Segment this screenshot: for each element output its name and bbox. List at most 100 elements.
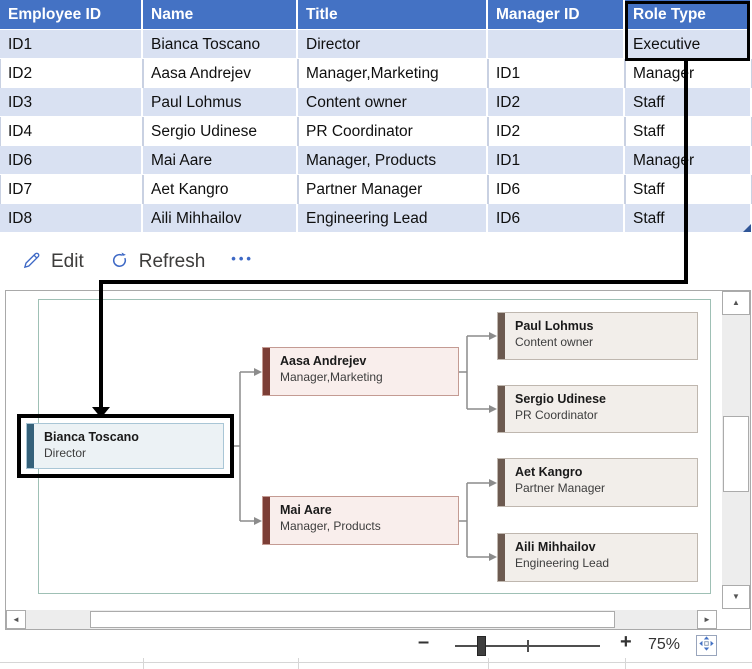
table-resize-handle[interactable] — [743, 224, 751, 232]
fit-to-window-button[interactable] — [696, 635, 717, 656]
zoom-out-button[interactable]: – — [418, 631, 430, 653]
table-cell[interactable]: ID6 — [488, 175, 625, 204]
worksheet-gridline — [0, 662, 752, 663]
employee-table: Employee ID Name Title Manager ID Role T… — [0, 0, 752, 233]
table-cell[interactable]: Director — [298, 30, 488, 59]
org-node-mai-aare[interactable]: Mai Aare Manager, Products — [262, 496, 459, 545]
node-accent-bar — [498, 313, 505, 359]
org-node-paul-lohmus[interactable]: Paul Lohmus Content owner — [497, 312, 698, 360]
scroll-down-icon: ▼ — [732, 592, 740, 601]
horizontal-scrollbar[interactable]: ◄ ► — [6, 610, 717, 629]
table-cell[interactable]: Mai Aare — [143, 146, 298, 175]
node-name: Aasa Andrejev — [280, 354, 367, 368]
table-cell[interactable]: ID8 — [0, 204, 143, 233]
node-name: Aet Kangro — [515, 465, 583, 479]
edit-button[interactable]: Edit — [22, 251, 84, 273]
node-name: Aili Mihhailov — [515, 540, 596, 554]
node-accent-bar — [498, 459, 505, 506]
refresh-button[interactable]: Refresh — [110, 250, 206, 273]
table-cell[interactable]: Aili Mihhailov — [143, 204, 298, 233]
table-cell[interactable]: Paul Lohmus — [143, 88, 298, 117]
more-options-button[interactable]: ••• — [231, 251, 254, 272]
table-cell[interactable]: Executive — [625, 30, 752, 59]
horizontal-scrollbar-thumb[interactable] — [90, 611, 615, 628]
table-cell[interactable]: Staff — [625, 204, 752, 233]
node-name: Bianca Toscano — [44, 430, 139, 444]
worksheet-gridline — [298, 656, 299, 669]
column-header-manager-id[interactable]: Manager ID — [488, 0, 625, 30]
table-cell[interactable]: ID2 — [488, 117, 625, 146]
node-accent-bar — [27, 424, 34, 468]
zoom-controls: – + 75% — [0, 630, 752, 658]
table-cell[interactable] — [488, 30, 625, 59]
table-cell[interactable]: Bianca Toscano — [143, 30, 298, 59]
zoom-slider-thumb[interactable] — [477, 636, 486, 656]
table-cell[interactable]: Engineering Lead — [298, 204, 488, 233]
scroll-right-button[interactable]: ► — [697, 610, 717, 629]
worksheet-gridline — [143, 656, 144, 669]
table-cell[interactable]: Manager, Products — [298, 146, 488, 175]
fit-page-icon — [698, 635, 715, 657]
vertical-scrollbar[interactable]: ▲ ▼ — [722, 291, 750, 609]
table-cell[interactable]: ID7 — [0, 175, 143, 204]
scroll-left-button[interactable]: ◄ — [6, 610, 26, 629]
column-header-name[interactable]: Name — [143, 0, 298, 30]
worksheet-gridline — [625, 656, 626, 669]
table-cell[interactable]: ID2 — [0, 59, 143, 88]
node-title: Director — [44, 445, 87, 460]
vertical-scrollbar-thumb[interactable] — [723, 416, 749, 492]
node-name: Paul Lohmus — [515, 319, 594, 333]
scroll-down-button[interactable]: ▼ — [722, 585, 750, 609]
scroll-up-button[interactable]: ▲ — [722, 291, 750, 315]
table-cell[interactable]: ID1 — [488, 146, 625, 175]
pencil-icon — [22, 251, 41, 273]
table-cell[interactable]: PR Coordinator — [298, 117, 488, 146]
table-cell[interactable]: ID6 — [0, 146, 143, 175]
table-cell[interactable]: Manager,Marketing — [298, 59, 488, 88]
org-node-bianca-toscano[interactable]: Bianca Toscano Director — [26, 423, 224, 469]
table-cell[interactable]: ID6 — [488, 204, 625, 233]
node-name: Mai Aare — [280, 503, 332, 517]
org-node-sergio-udinese[interactable]: Sergio Udinese PR Coordinator — [497, 385, 698, 433]
table-cell[interactable]: Manager — [625, 146, 752, 175]
org-node-aasa-andrejev[interactable]: Aasa Andrejev Manager,Marketing — [262, 347, 459, 396]
table-cell[interactable]: Staff — [625, 117, 752, 146]
node-accent-bar — [498, 534, 505, 581]
column-header-employee-id[interactable]: Employee ID — [0, 0, 143, 30]
node-accent-bar — [263, 497, 270, 544]
zoom-level-value: 75% — [648, 636, 681, 653]
table-cell[interactable]: Staff — [625, 175, 752, 204]
table-cell[interactable]: Manager — [625, 59, 752, 88]
node-title: Manager,Marketing — [280, 369, 383, 384]
node-title: Manager, Products — [280, 518, 381, 533]
edit-label: Edit — [51, 250, 84, 272]
zoom-slider-center-tick — [527, 640, 529, 652]
table-cell[interactable]: ID4 — [0, 117, 143, 146]
table-cell[interactable]: Aet Kangro — [143, 175, 298, 204]
table-cell[interactable]: Sergio Udinese — [143, 117, 298, 146]
table-cell[interactable]: Content owner — [298, 88, 488, 117]
org-node-aili-mihhailov[interactable]: Aili Mihhailov Engineering Lead — [497, 533, 698, 582]
node-title: Content owner — [515, 334, 594, 349]
refresh-icon — [110, 251, 129, 273]
table-cell[interactable]: ID1 — [488, 59, 625, 88]
node-name: Sergio Udinese — [515, 392, 606, 406]
table-cell[interactable]: ID2 — [488, 88, 625, 117]
chart-toolbar: Edit Refresh ••• — [0, 233, 752, 290]
zoom-in-button[interactable]: + — [620, 631, 632, 653]
table-cell[interactable]: Aasa Andrejev — [143, 59, 298, 88]
column-header-role-type[interactable]: Role Type — [625, 0, 752, 30]
ellipsis-icon: ••• — [231, 251, 254, 266]
scroll-left-icon: ◄ — [12, 614, 20, 624]
node-title: Engineering Lead — [515, 555, 610, 570]
table-cell[interactable]: ID3 — [0, 88, 143, 117]
table-cell[interactable]: Staff — [625, 88, 752, 117]
table-cell[interactable]: ID1 — [0, 30, 143, 59]
node-title: PR Coordinator — [515, 407, 598, 422]
table-cell[interactable]: Partner Manager — [298, 175, 488, 204]
refresh-label: Refresh — [138, 250, 206, 272]
column-header-title[interactable]: Title — [298, 0, 488, 30]
org-node-aet-kangro[interactable]: Aet Kangro Partner Manager — [497, 458, 698, 507]
node-accent-bar — [498, 386, 505, 432]
